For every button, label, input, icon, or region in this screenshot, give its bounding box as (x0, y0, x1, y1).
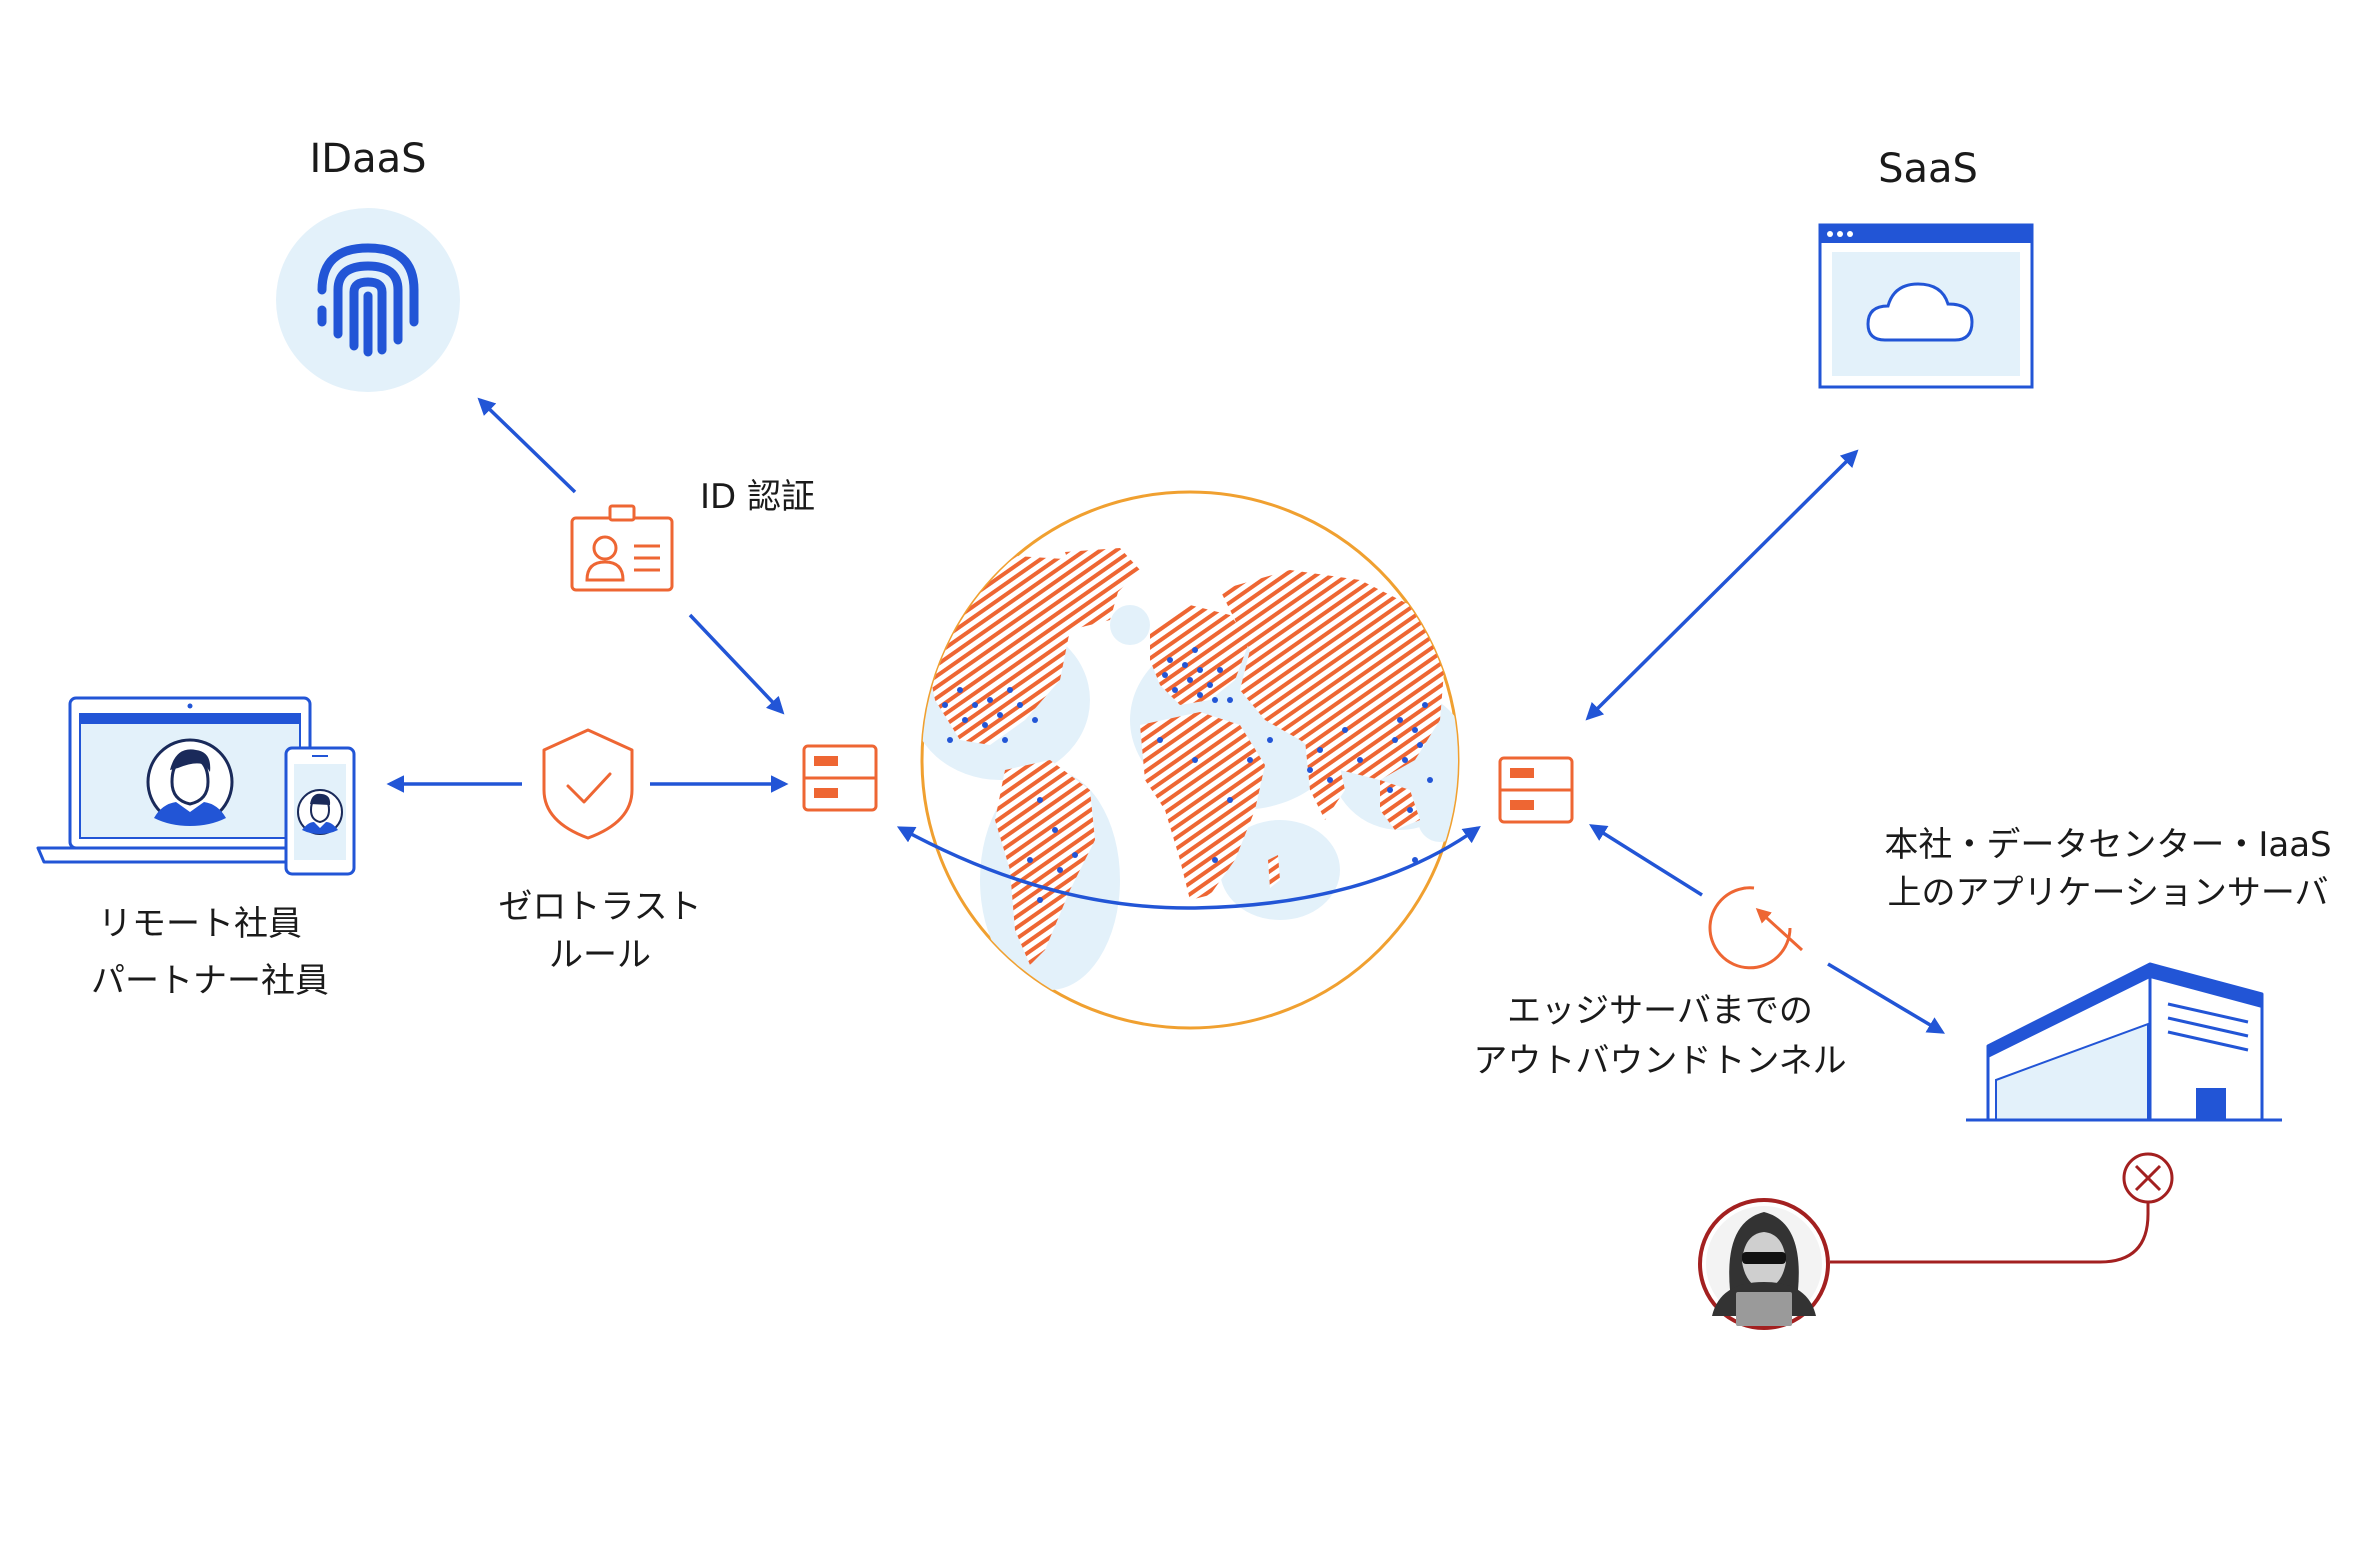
arrow-to-left-server-from-id (688, 613, 785, 715)
flow-arrows (386, 397, 1946, 1034)
cloud-window-icon (1818, 223, 2034, 389)
orbit-arrow (896, 825, 1481, 910)
arrow-tunnel-to-edge (1589, 824, 1703, 897)
outbound-arrow-icon (1708, 886, 1804, 970)
fingerprint-icon (276, 208, 460, 392)
zero-trust-label-2: ルール (549, 935, 651, 975)
arrow-saas-edge (1585, 449, 1859, 721)
world-map (922, 548, 1458, 990)
zero-trust-label-1: ゼロトラスト (498, 887, 701, 927)
hq-label-1: 本社・データセンター・IaaS (1884, 825, 2331, 865)
remote-label-2: パートナー社員 (91, 961, 329, 1001)
id-card-icon (570, 504, 674, 592)
phone-icon (284, 746, 356, 876)
hacker-icon (1698, 1198, 1830, 1330)
blocked-x-icon (2122, 1152, 2174, 1204)
server-icon-right (1498, 756, 1574, 824)
server-icon-left (802, 744, 878, 812)
remote-label-1: リモート社員 (98, 904, 302, 944)
arrow-to-idaas (477, 397, 577, 494)
tunnel-label-1: エッジサーバまでの (1507, 991, 1813, 1031)
laptop-icon (36, 696, 344, 864)
hq-label-2: 上のアプリケーションサーバ (1888, 873, 2329, 913)
saas-label: SaaS (1878, 146, 1978, 192)
id-auth-label: ID 認証 (700, 477, 815, 517)
idaas-label: IDaaS (309, 136, 426, 182)
arrow-tunnel-to-hq (1827, 962, 1946, 1034)
tunnel-label-2: アウトバウンドトンネル (1473, 1041, 1846, 1081)
attack-line (1830, 1202, 2150, 1264)
globe-icon (896, 490, 1481, 1030)
shield-check-icon (542, 728, 634, 840)
building-icon (1966, 962, 2282, 1122)
